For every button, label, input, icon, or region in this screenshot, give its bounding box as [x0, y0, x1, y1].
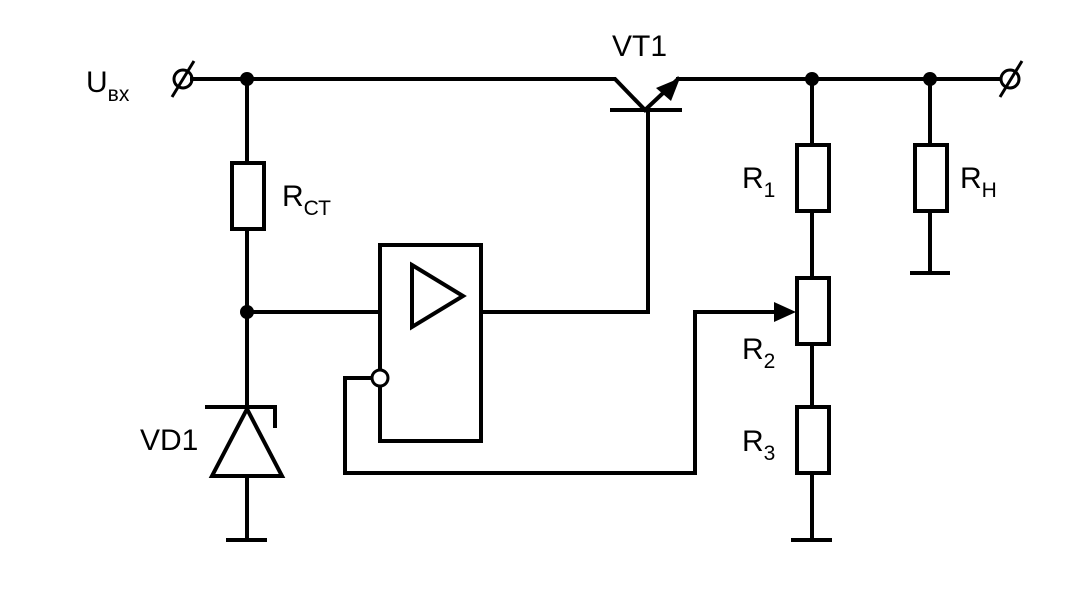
transistor-vt1 [610, 76, 682, 113]
potentiometer-r2 [795, 276, 831, 346]
resistor-r-st [230, 161, 266, 231]
transistor-label: VT1 [612, 30, 667, 63]
amplifier [370, 243, 483, 443]
potentiometer-wiper-arrow [774, 302, 796, 322]
resistor-r-load [913, 143, 949, 213]
zener-diode-vd1 [205, 404, 286, 542]
amplifier-output-wire [479, 108, 650, 314]
feedback-wire [343, 310, 782, 475]
resistor-r-st-label: RСТ [282, 180, 331, 220]
output-terminal [998, 60, 1024, 98]
zener-label: VD1 [140, 424, 198, 457]
potentiometer-r2-label: R2 [742, 333, 775, 373]
input-voltage-label: Uвх [86, 66, 130, 106]
resistor-r1 [795, 143, 831, 213]
resistor-r1-label: R1 [742, 162, 775, 202]
resistor-r3 [795, 405, 831, 475]
resistor-r-load-label: RН [960, 162, 997, 202]
top-rail-input [190, 77, 648, 113]
resistor-r3-label: R3 [742, 425, 775, 465]
